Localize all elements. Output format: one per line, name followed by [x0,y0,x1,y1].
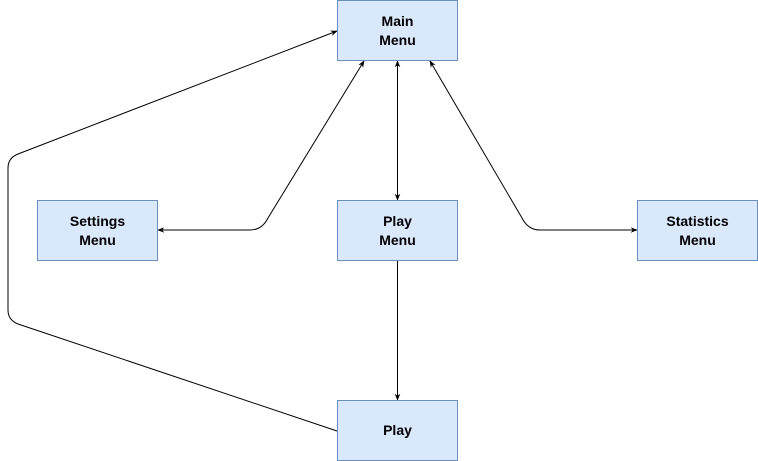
edge-main-statistics [429,60,638,233]
settings-menu-label: Settings Menu [69,212,126,248]
edge-main-settings [157,60,365,233]
play-label: Play [383,422,412,438]
main-menu-label: Main Menu [379,12,416,48]
statistics-menu-label: Statistics Menu [666,212,729,248]
play-node[interactable]: Play [337,400,458,461]
play-menu-node[interactable]: Play Menu [337,200,458,261]
play-menu-label: Play Menu [379,212,416,248]
settings-menu-node[interactable]: Settings Menu [37,200,158,261]
main-menu-node[interactable]: Main Menu [337,0,458,61]
edge-play-main [7,30,338,432]
statistics-menu-node[interactable]: Statistics Menu [637,200,758,261]
